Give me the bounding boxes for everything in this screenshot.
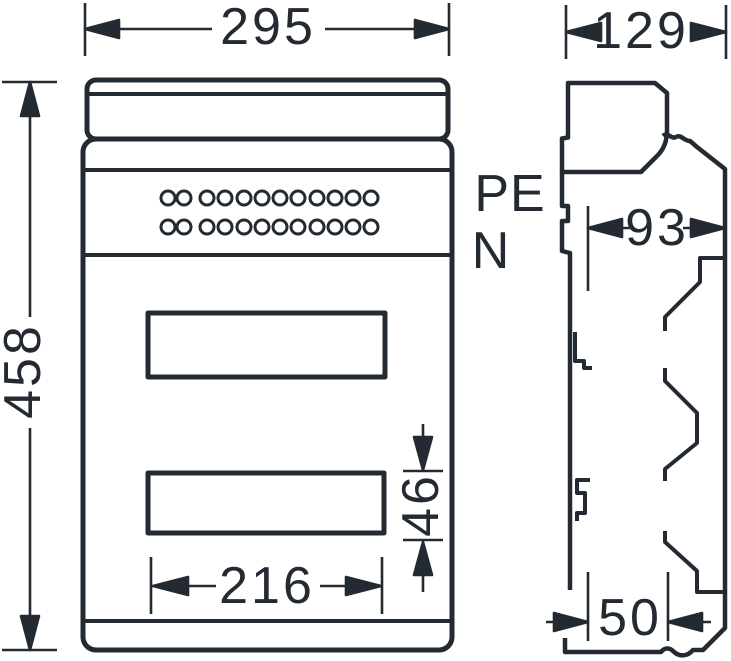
dim-overall-height-value: 458 (0, 323, 52, 419)
dim-129-lines (564, 5, 728, 59)
side-cap-profile (559, 80, 670, 175)
front-view (80, 77, 455, 653)
dim-overall-width-value: 295 (220, 0, 316, 56)
dim-458-lines (2, 80, 57, 652)
side-inner-step (663, 256, 725, 331)
side-inner-bracket (663, 531, 725, 594)
dim-cutout-height-value: 46 (392, 473, 450, 537)
side-left-wall (559, 172, 573, 590)
dim-295-lines (83, 3, 451, 56)
front-cap (84, 77, 451, 142)
side-clip-upper (573, 332, 592, 370)
front-body (80, 136, 455, 653)
dim-cutout-width-value: 216 (219, 557, 315, 615)
terminal-holes-row-2 (159, 218, 380, 236)
side-inner-vee (663, 368, 699, 481)
cutout-window-lower (145, 470, 387, 536)
dim-base-depth-value: 50 (598, 589, 662, 647)
dimension-linework (2, 3, 728, 652)
side-body-profile (562, 132, 728, 658)
side-view (559, 80, 728, 658)
cutout-window-upper (145, 310, 388, 380)
terminal-holes-row-1 (159, 189, 380, 207)
dim-50-lines (546, 572, 711, 641)
dim-46-lines (403, 424, 443, 592)
dim-overall-depth-value: 129 (593, 2, 689, 60)
label-n-terminal: N (471, 222, 511, 280)
label-pe-terminal: PE (474, 165, 546, 223)
side-clip-lower (575, 478, 590, 521)
dim-216-lines (149, 557, 384, 614)
dim-93-lines (586, 206, 727, 291)
front-horizontal-lines (83, 168, 452, 623)
dim-terminal-zone-depth-value: 93 (625, 199, 689, 257)
